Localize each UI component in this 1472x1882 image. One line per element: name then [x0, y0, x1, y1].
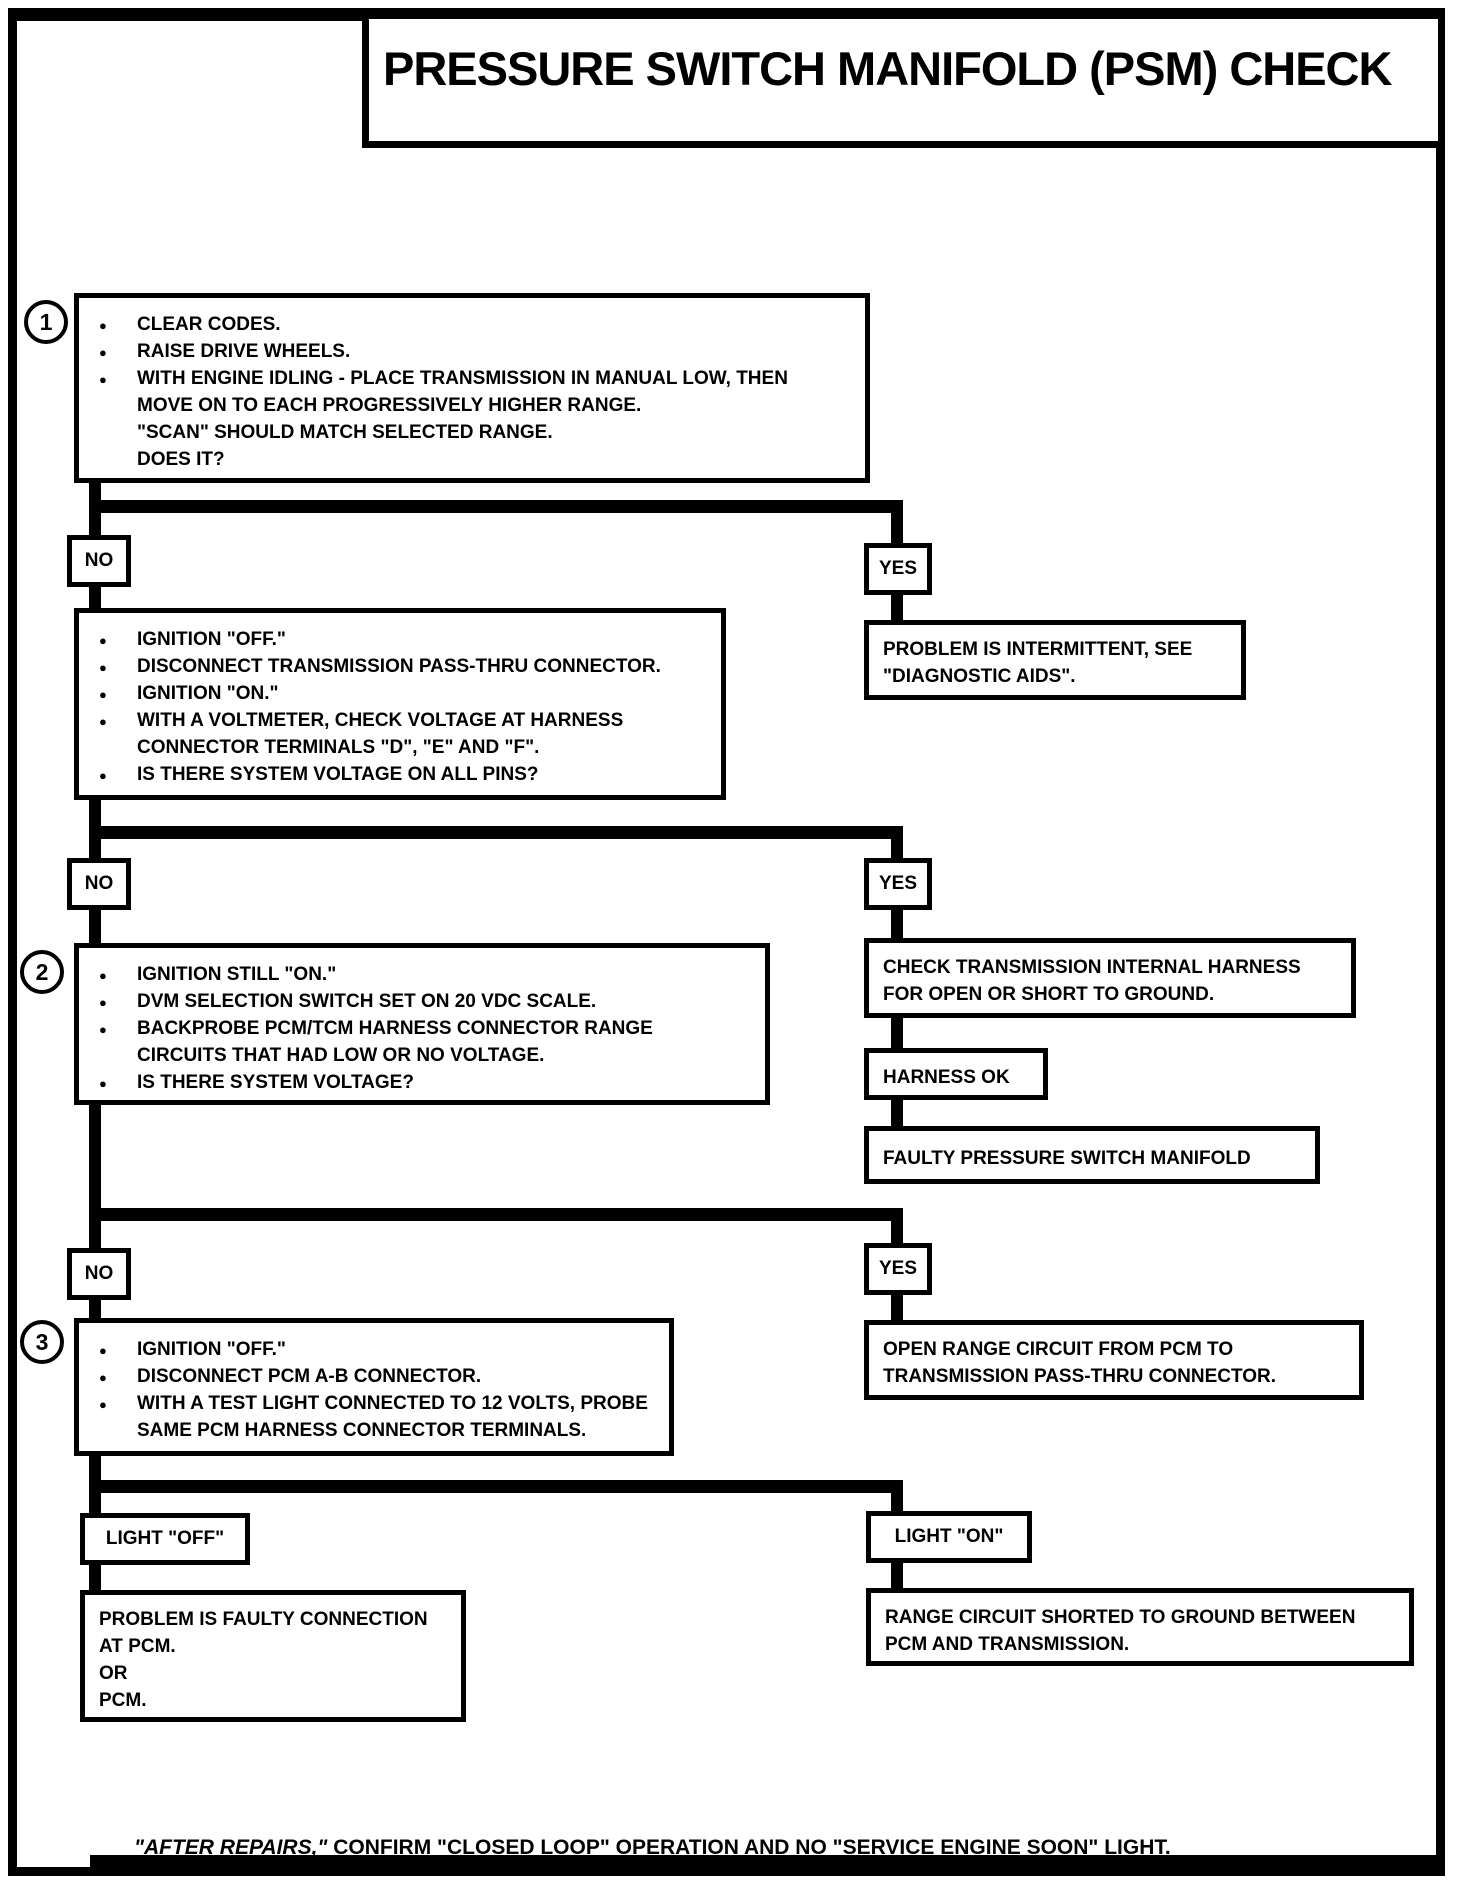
instruction-line: DISCONNECT PCM A-B CONNECTOR.: [79, 1363, 657, 1391]
light-on-box: LIGHT "ON": [866, 1511, 1032, 1563]
instruction-line: BACKPROBE PCM/TCM HARNESS CONNECTOR RANG…: [79, 1015, 753, 1043]
connector-branch2-horizontal: [89, 826, 903, 839]
result-line: "DIAGNOSTIC AIDS".: [883, 666, 1076, 687]
result-line: HARNESS OK: [883, 1067, 1010, 1088]
instruction-line: IS THERE SYSTEM VOLTAGE ON ALL PINS?: [79, 761, 709, 789]
step-badge-1-number: 1: [39, 308, 53, 335]
connector-no1-down: [89, 585, 101, 610]
step-badge-3: 3: [20, 1320, 64, 1364]
connector-yes3-result: [891, 1293, 903, 1322]
title-box: PRESSURE SWITCH MANIFOLD (PSM) CHECK: [362, 12, 1445, 148]
instruction-line: DVM SELECTION SWITCH SET ON 20 VDC SCALE…: [79, 988, 753, 1016]
connector-yes2-down: [891, 836, 903, 860]
result-line: PROBLEM IS FAULTY CONNECTION: [99, 1609, 428, 1630]
result-line: CHECK TRANSMISSION INTERNAL HARNESS: [883, 957, 1301, 978]
instruction-line: SAME PCM HARNESS CONNECTOR TERMINALS.: [137, 1420, 587, 1441]
connector-lighton-result: [891, 1561, 903, 1590]
no-box-1: NO: [67, 535, 131, 587]
instruction-line: CIRCUITS THAT HAD LOW OR NO VOLTAGE.: [137, 1045, 545, 1066]
result-line: AT PCM.: [99, 1636, 176, 1657]
instruction-line: DISCONNECT TRANSMISSION PASS-THRU CONNEC…: [79, 653, 709, 681]
instruction-line: WITH ENGINE IDLING - PLACE TRANSMISSION …: [79, 365, 853, 393]
result-line: TRANSMISSION PASS-THRU CONNECTOR.: [883, 1366, 1277, 1387]
result-line: FAULTY PRESSURE SWITCH MANIFOLD: [883, 1148, 1251, 1169]
connector-yes2-check: [891, 908, 903, 940]
result-open-range-box: OPEN RANGE CIRCUIT FROM PCM TO TRANSMISS…: [864, 1320, 1364, 1400]
instruction-line: IGNITION "OFF.": [79, 626, 709, 654]
no-box-2: NO: [67, 858, 131, 910]
result-check-harness-box: CHECK TRANSMISSION INTERNAL HARNESS FOR …: [864, 938, 1356, 1018]
step-badge-2-number: 2: [35, 958, 49, 985]
connector-yes3-down: [891, 1218, 903, 1245]
instruction-line: MOVE ON TO EACH PROGRESSIVELY HIGHER RAN…: [137, 395, 642, 416]
connector-lightoff-result: [89, 1563, 101, 1592]
instruction-line: WITH A VOLTMETER, CHECK VOLTAGE AT HARNE…: [79, 707, 709, 735]
yes-box-1: YES: [864, 543, 932, 595]
result-line: OPEN RANGE CIRCUIT FROM PCM TO: [883, 1339, 1234, 1360]
instruction-line: IGNITION "OFF.": [79, 1336, 657, 1364]
instruction-line: WITH A TEST LIGHT CONNECTED TO 12 VOLTS,…: [79, 1390, 657, 1418]
connector-branch4-horizontal: [89, 1480, 903, 1493]
footer-note: "AFTER REPAIRS," CONFIRM "CLOSED LOOP" O…: [134, 1836, 1171, 1860]
page-title: PRESSURE SWITCH MANIFOLD (PSM) CHECK: [383, 42, 1392, 95]
faulty-psm-box: FAULTY PRESSURE SWITCH MANIFOLD: [864, 1126, 1320, 1184]
step2-instructions-box: IGNITION "OFF." DISCONNECT TRANSMISSION …: [74, 608, 726, 800]
instruction-line: RAISE DRIVE WHEELS.: [79, 338, 853, 366]
step4-instructions-box: IGNITION "OFF." DISCONNECT PCM A-B CONNE…: [74, 1318, 674, 1456]
instruction-line: IGNITION "ON.": [79, 680, 709, 708]
result-problem-intermittent-box: PROBLEM IS INTERMITTENT, SEE "DIAGNOSTIC…: [864, 620, 1246, 700]
bottom-bar: [90, 1855, 1445, 1876]
connector-yes1-down: [891, 510, 903, 545]
result-line: PCM.: [99, 1690, 147, 1711]
result-line: FOR OPEN OR SHORT TO GROUND.: [883, 984, 1215, 1005]
connector-branch3-horizontal: [89, 1208, 903, 1221]
harness-ok-box: HARNESS OK: [864, 1048, 1048, 1100]
footer-confirm-text: CONFIRM "CLOSED LOOP" OPERATION AND NO "…: [327, 1836, 1171, 1859]
connector-harnessok-faulty: [891, 1098, 903, 1128]
connector-step3-down: [89, 1103, 101, 1250]
connector-lighton-down: [891, 1490, 903, 1513]
instruction-line: IGNITION STILL "ON.": [79, 961, 753, 989]
step-badge-3-number: 3: [35, 1328, 49, 1355]
result-range-shorted-box: RANGE CIRCUIT SHORTED TO GROUND BETWEEN …: [866, 1588, 1414, 1666]
result-line: PROBLEM IS INTERMITTENT, SEE: [883, 639, 1193, 660]
yes-box-2: YES: [864, 858, 932, 910]
connector-branch1-horizontal: [89, 500, 903, 513]
connector-yes1-result: [891, 594, 903, 622]
footer-after-repairs: "AFTER REPAIRS,": [134, 1836, 328, 1859]
result-line: RANGE CIRCUIT SHORTED TO GROUND BETWEEN: [885, 1607, 1356, 1628]
instruction-line: DOES IT?: [137, 449, 225, 470]
step1-instructions-box: CLEAR CODES. RAISE DRIVE WHEELS. WITH EN…: [74, 293, 870, 483]
connector-no2-down: [89, 908, 101, 945]
connector-check-harnessok: [891, 1016, 903, 1050]
connector-no3-down: [89, 1298, 101, 1320]
result-faulty-connection-box: PROBLEM IS FAULTY CONNECTION AT PCM. OR …: [80, 1590, 466, 1722]
instruction-line: CONNECTOR TERMINALS "D", "E" AND "F".: [137, 737, 540, 758]
step3-instructions-box: IGNITION STILL "ON." DVM SELECTION SWITC…: [74, 943, 770, 1105]
step-badge-2: 2: [20, 950, 64, 994]
instruction-line: CLEAR CODES.: [79, 311, 853, 339]
instruction-line: IS THERE SYSTEM VOLTAGE?: [79, 1069, 753, 1097]
no-box-3: NO: [67, 1248, 131, 1300]
yes-box-3: YES: [864, 1243, 932, 1295]
instruction-line: "SCAN" SHOULD MATCH SELECTED RANGE.: [137, 422, 553, 443]
light-off-box: LIGHT "OFF": [80, 1513, 250, 1565]
result-line: OR: [99, 1663, 128, 1684]
result-line: PCM AND TRANSMISSION.: [885, 1634, 1130, 1655]
step-badge-1: 1: [24, 300, 68, 344]
